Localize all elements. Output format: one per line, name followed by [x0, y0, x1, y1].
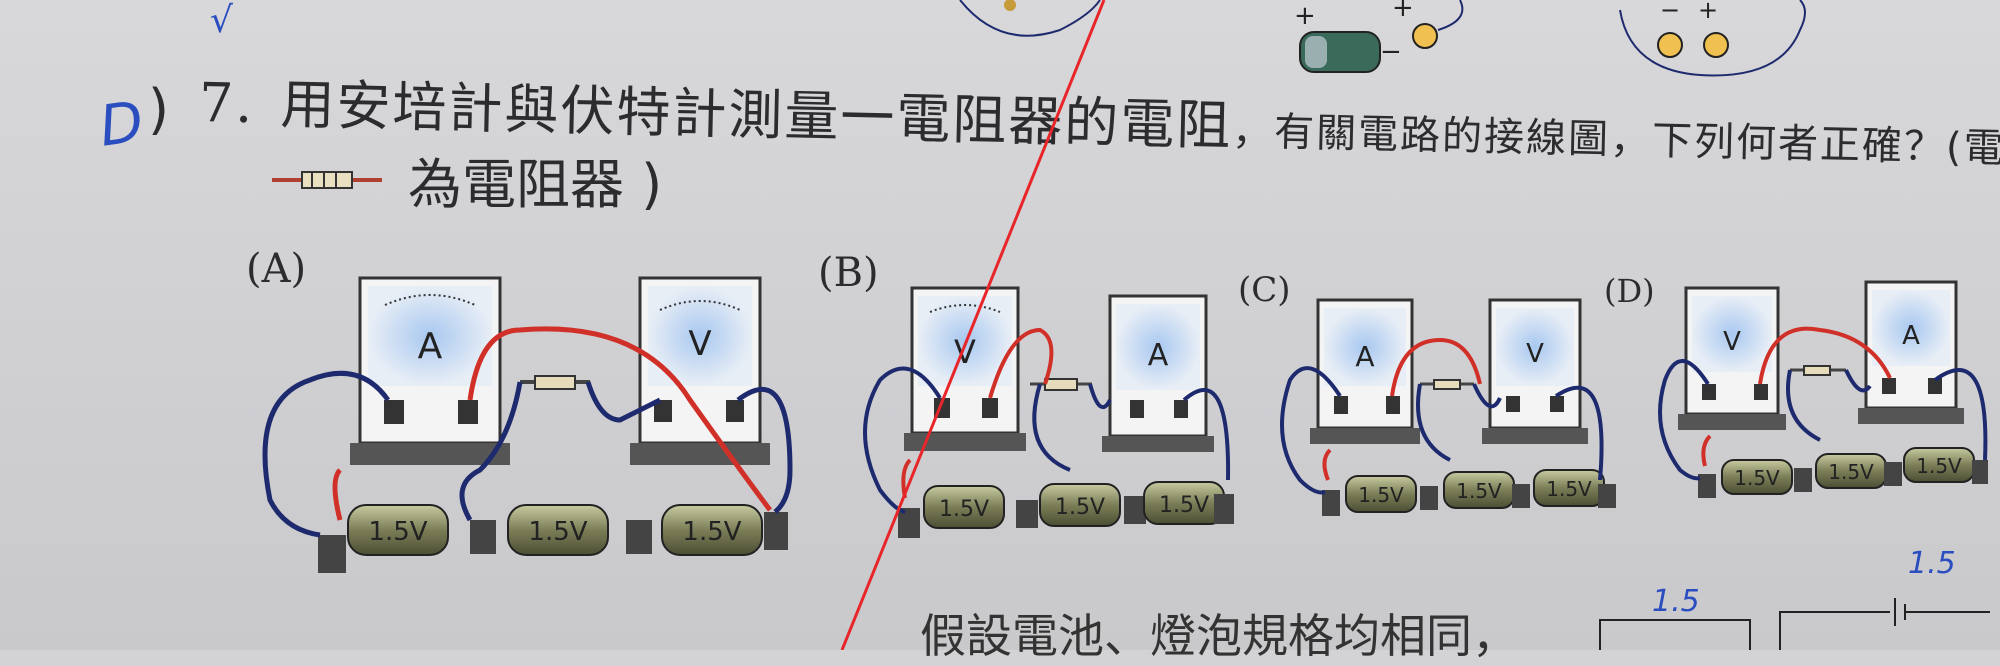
bulb-icon [1412, 23, 1438, 49]
meter-voltmeter: V [630, 276, 770, 465]
option-label-d: (D) [1604, 272, 1655, 310]
meter-symbol: A [1902, 321, 1920, 351]
meter-ammeter: A [350, 276, 510, 465]
meter-symbol: A [1355, 340, 1374, 373]
circuit-diagrams: A V 1.5V [262, 276, 1990, 650]
battery-label: 1.5V [1916, 454, 1962, 478]
svg-text:−: − [1660, 0, 1680, 24]
wires [1658, 326, 1988, 481]
meter-symbol: V [688, 324, 711, 364]
question-paren: ) [148, 78, 170, 141]
battery-label: 1.5V [368, 517, 427, 547]
bulb-icon [1657, 32, 1683, 58]
battery-label: 1.5V [1358, 483, 1404, 507]
handwritten-number: 1.5 [1908, 546, 1956, 581]
svg-text:+: + [1392, 0, 1414, 23]
battery-label: 1.5V [1456, 479, 1502, 503]
meter-voltmeter: V [1678, 286, 1786, 430]
battery-row: 1.5V 1.5V 1.5V [1322, 469, 1616, 516]
circuit-option-d: V A 1.5V 1.5V [1658, 280, 1988, 498]
battery-label: 1.5V [1546, 477, 1592, 501]
option-label-a: (A) [246, 246, 307, 292]
resistor [1420, 379, 1474, 390]
circuit-option-c: A V 1.5V 1.5V [1280, 298, 1616, 516]
meter-ammeter: A [1858, 280, 1964, 424]
bulb-icon [1703, 32, 1729, 58]
question-line-2: 為電阻器 ) [272, 140, 662, 219]
meter-symbol: A [1148, 338, 1169, 373]
battery-label: 1.5V [682, 517, 741, 547]
meter-symbol: A [418, 326, 443, 367]
circuit-option-b: V A 1.5V 1.5V [863, 286, 1234, 538]
battery-label: 1.5V [1055, 495, 1105, 520]
meter-ammeter: A [1310, 298, 1420, 444]
battery-label: 1.5V [1828, 460, 1874, 484]
circuit-option-a: A V 1.5V [262, 276, 793, 573]
meter-symbol: V [1526, 339, 1544, 369]
question-text-line2: 為電阻器 ) [408, 153, 663, 216]
battery-label: 1.5V [939, 497, 989, 522]
resistor [1790, 365, 1846, 376]
meter-symbol: V [954, 333, 976, 371]
battery-label: 1.5V [528, 517, 587, 547]
wires [262, 326, 793, 538]
svg-text:+: + [1698, 0, 1718, 24]
bottom-sketches [1599, 598, 1990, 650]
meter-ammeter: A [1102, 294, 1214, 452]
meter-voltmeter: V [1482, 298, 1588, 444]
wires [1280, 337, 1604, 495]
check-mark: √ [210, 0, 233, 41]
resistor [520, 375, 590, 390]
battery-row: 1.5V 1.5V 1.5V [898, 481, 1234, 538]
battery-row: 1.5V 1.5V 1.5V [1698, 447, 1988, 498]
battery-label: 1.5V [1159, 493, 1209, 518]
meter-symbol: V [1723, 327, 1741, 357]
next-question-text: 假設電池、燈泡規格均相同， [920, 609, 1518, 663]
battery-label: 1.5V [1734, 466, 1780, 490]
resistor-icon [272, 170, 382, 189]
battery-row: 1.5V 1.5V 1.5V [318, 504, 788, 573]
svg-text:+: + [1294, 1, 1316, 31]
meter-voltmeter: V [904, 286, 1026, 451]
top-partial-diagrams: + − + − + [959, 0, 1806, 77]
svg-text:−: − [1380, 37, 1402, 67]
option-label-c: (C) [1238, 270, 1291, 310]
handwritten-number: 1.5 [1652, 584, 1700, 619]
